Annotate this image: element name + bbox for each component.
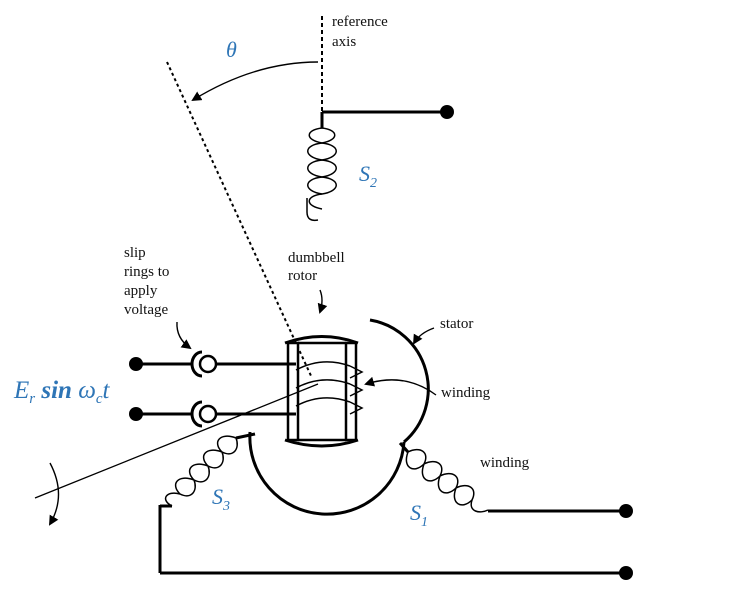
slip-ring-upper-brush xyxy=(190,350,203,378)
slip-rings-label-line3: apply xyxy=(124,283,158,299)
slip-rings-label-line4: voltage xyxy=(124,302,168,318)
slip-rings-label-line2: rings to xyxy=(124,264,169,280)
rotor-winding-label: winding xyxy=(441,385,491,401)
reference-axis-label-line2: axis xyxy=(332,34,356,50)
s3-label: S3 xyxy=(212,484,230,514)
theta-label: θ xyxy=(226,37,237,62)
slip-rings-pointer xyxy=(176,321,192,350)
s3-upper-lead xyxy=(235,432,256,440)
dumbbell-rotor xyxy=(284,335,359,448)
s2-terminal[interactable] xyxy=(440,105,454,119)
rotor-winding xyxy=(295,361,364,415)
rotor-winding-pointer xyxy=(364,376,437,396)
input-terminal-upper[interactable] xyxy=(129,357,143,371)
s2-coil xyxy=(306,127,337,222)
theta-arc-arrow xyxy=(191,61,319,102)
slip-ring-upper xyxy=(198,354,218,374)
s1-winding-label: winding xyxy=(480,455,530,471)
dumbbell-rotor-label-line1: dumbbell xyxy=(288,250,345,266)
stator-lower-arc xyxy=(248,431,406,516)
s3-terminal[interactable] xyxy=(619,566,633,580)
rotor-pointer xyxy=(317,289,328,314)
input-terminal-lower[interactable] xyxy=(129,407,143,421)
s1-label: S1 xyxy=(410,500,428,530)
s2-label: S2 xyxy=(359,161,377,191)
s1-terminal[interactable] xyxy=(619,504,633,518)
dumbbell-rotor-label-line2: rotor xyxy=(288,268,317,284)
s3-coil xyxy=(164,435,238,507)
rotation-arrow xyxy=(48,462,60,526)
rotor-axis-line xyxy=(166,61,313,379)
input-voltage-label: Er sin ωct xyxy=(13,377,111,407)
slip-ring-lower xyxy=(198,404,218,424)
stator-arc xyxy=(369,318,430,444)
s1-coil xyxy=(405,448,489,513)
s1-upper-lead xyxy=(398,442,410,453)
reference-axis-label-line1: reference xyxy=(332,14,388,30)
stator-pointer xyxy=(412,327,435,345)
stator-label: stator xyxy=(440,316,473,332)
slip-rings-label-line1: slip xyxy=(124,245,146,261)
rotor-angle-line xyxy=(34,383,319,499)
slip-ring-lower-brush xyxy=(190,400,203,428)
